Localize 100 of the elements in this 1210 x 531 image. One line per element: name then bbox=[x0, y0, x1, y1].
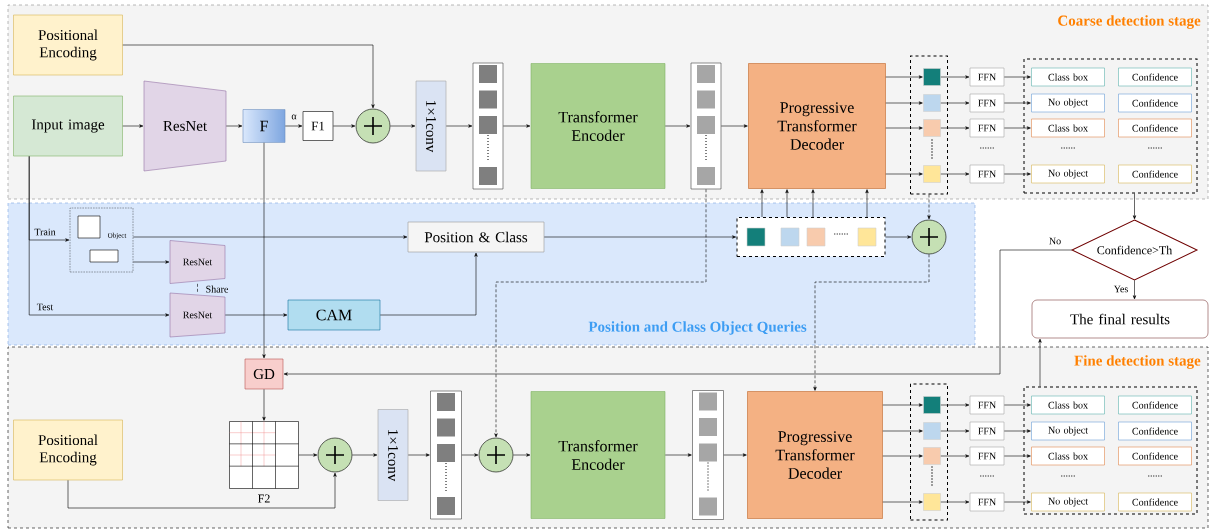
arrow bbox=[882, 454, 923, 458]
query-square bbox=[923, 396, 941, 414]
arrow bbox=[813, 254, 930, 391]
arrow bbox=[1004, 454, 1031, 458]
arrow bbox=[1004, 126, 1031, 130]
query-square bbox=[923, 68, 941, 86]
ffn-box: FFN bbox=[969, 421, 1005, 441]
arrow bbox=[226, 124, 243, 128]
ellipsis-label: ...... bbox=[834, 233, 848, 235]
output-box: Confidence bbox=[1118, 492, 1192, 512]
stage-heading: Position and Class Object Queries bbox=[588, 321, 807, 335]
process-box: Positional Encoding bbox=[13, 14, 123, 76]
output-group bbox=[1023, 58, 1198, 194]
arrow bbox=[882, 429, 923, 433]
arrow bbox=[721, 124, 748, 128]
output-box: Class box bbox=[1031, 118, 1105, 138]
arrow bbox=[1004, 75, 1031, 79]
arrow bbox=[380, 252, 478, 316]
arrow bbox=[882, 500, 923, 504]
ellipsis-label: ...... bbox=[1148, 147, 1162, 149]
arrow bbox=[122, 124, 144, 128]
output-box: No object bbox=[1031, 164, 1105, 184]
arrow bbox=[785, 189, 789, 218]
feature-box: F bbox=[242, 109, 286, 143]
arrow bbox=[446, 124, 473, 128]
backbone-trapezoid: ResNet bbox=[169, 292, 226, 338]
arrow bbox=[28, 156, 170, 317]
sum-circle bbox=[911, 219, 947, 255]
process-box: CAM bbox=[287, 299, 381, 331]
query-square bbox=[923, 447, 941, 465]
arrow bbox=[133, 235, 408, 239]
arrow bbox=[133, 260, 170, 264]
arrow bbox=[262, 389, 266, 421]
output-box: Confidence bbox=[1118, 446, 1192, 466]
process-box: Transformer Encoder bbox=[530, 63, 666, 189]
arrow bbox=[544, 235, 736, 239]
ffn-box: FFN bbox=[969, 93, 1005, 113]
process-box: F1 bbox=[302, 111, 334, 141]
node-caption: F2 bbox=[258, 494, 270, 503]
arrow bbox=[865, 189, 869, 218]
arrow bbox=[882, 403, 923, 407]
arrow bbox=[503, 124, 531, 128]
arrow bbox=[760, 189, 764, 218]
ellipsis-label: ...... bbox=[1148, 475, 1162, 477]
arrow bbox=[1004, 403, 1031, 407]
sum-circle bbox=[478, 437, 514, 473]
ffn-box: FFN bbox=[969, 446, 1005, 466]
arrow bbox=[67, 472, 337, 509]
output-box: Confidence bbox=[1118, 93, 1192, 113]
query-square bbox=[857, 227, 877, 247]
sum-circle bbox=[317, 437, 353, 473]
query-square bbox=[746, 227, 766, 247]
sum-circle bbox=[355, 108, 391, 144]
arrow bbox=[262, 142, 266, 359]
arrow bbox=[122, 44, 375, 109]
edge-label: Yes bbox=[1113, 285, 1128, 293]
ffn-box: FFN bbox=[969, 118, 1005, 138]
arrow bbox=[461, 453, 479, 457]
output-box: Confidence bbox=[1118, 67, 1192, 87]
arrow bbox=[885, 235, 912, 239]
output-box: Confidence bbox=[1118, 118, 1192, 138]
arrow bbox=[390, 124, 416, 128]
token-column bbox=[692, 390, 724, 520]
process-box: Positional Encoding bbox=[13, 419, 123, 481]
arrow bbox=[927, 194, 931, 220]
arrow bbox=[885, 172, 923, 176]
output-box: Confidence bbox=[1118, 421, 1192, 441]
query-square bbox=[923, 422, 941, 440]
ellipsis-label: ...... bbox=[980, 147, 994, 149]
edge-label: No bbox=[1049, 237, 1061, 245]
arrow bbox=[940, 403, 970, 407]
query-square bbox=[806, 227, 826, 247]
output-box: Class box bbox=[1031, 67, 1105, 87]
arrow bbox=[885, 75, 923, 79]
conv-box: 1×1conv bbox=[377, 409, 409, 501]
arrow bbox=[285, 124, 303, 128]
arrow bbox=[1132, 280, 1137, 300]
output-box: Confidence bbox=[1118, 164, 1192, 184]
ffn-box: FFN bbox=[969, 395, 1005, 415]
arrow bbox=[225, 313, 288, 317]
process-box: Transformer Encoder bbox=[530, 391, 666, 519]
output-box: Confidence bbox=[1118, 395, 1192, 415]
edge-label: Test bbox=[36, 303, 54, 311]
query-square bbox=[923, 94, 941, 112]
arrow bbox=[1004, 172, 1031, 176]
arrow bbox=[940, 101, 970, 105]
query-square bbox=[923, 165, 941, 183]
arrow bbox=[1004, 101, 1031, 105]
process-box: Progressive Transformer Decoder bbox=[747, 391, 883, 519]
arrow bbox=[1132, 193, 1137, 220]
arrow bbox=[408, 453, 430, 457]
query-square bbox=[923, 493, 941, 511]
arrow bbox=[723, 453, 747, 457]
arrow bbox=[352, 453, 378, 457]
arrow bbox=[885, 126, 923, 130]
output-group bbox=[1023, 386, 1198, 515]
arrow bbox=[940, 454, 970, 458]
token-column bbox=[430, 390, 462, 520]
process-box: Position & Class bbox=[407, 221, 545, 253]
edge-label: Train bbox=[34, 228, 56, 236]
